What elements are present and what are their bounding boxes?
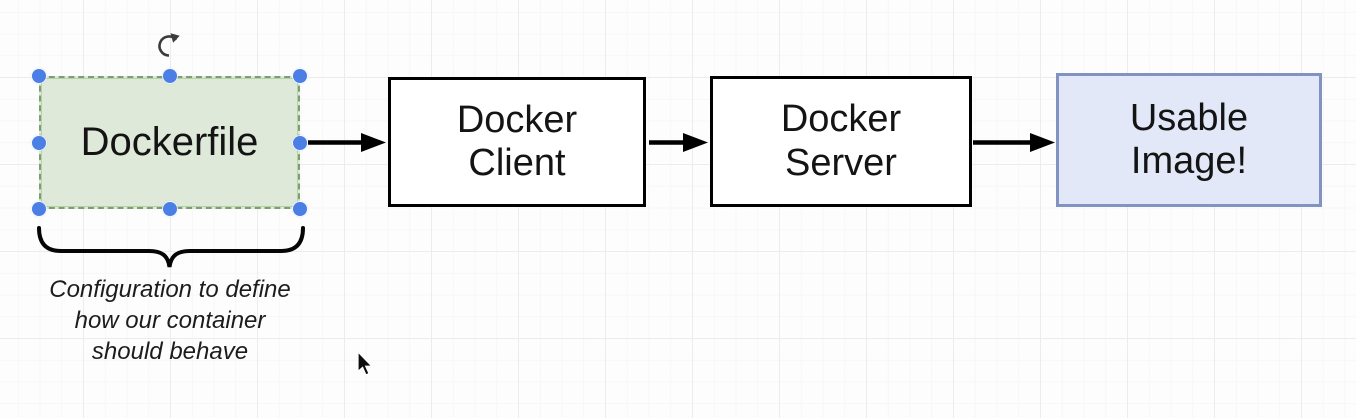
selection-handle-bottom-center[interactable] [162,202,177,216]
selection-handle-middle-left[interactable] [32,135,46,150]
selection-handle-bottom-left[interactable] [32,202,46,216]
rotate-handle-icon[interactable] [158,33,180,57]
node-usable-image-label-line1: Usable [1129,96,1249,139]
node-docker-client-label-line2: Client [468,142,566,184]
node-docker-server-label-line1: Docker [780,98,902,141]
mouse-cursor [357,350,374,376]
node-docker-client[interactable]: Docker Client [388,77,646,207]
selection-handle-bottom-right[interactable] [293,202,307,216]
selection-handle-top-right[interactable] [293,69,307,83]
annotation-line-2: how our container [74,307,266,334]
node-usable-image[interactable]: Usable Image! [1056,73,1322,207]
selection-handle-middle-right[interactable] [293,135,307,150]
annotation-line-1: Configuration to define [49,276,291,303]
curly-brace[interactable] [37,226,305,268]
arrow-server-to-image[interactable] [973,133,1055,152]
node-docker-server[interactable]: Docker Server [710,76,972,207]
annotation-text[interactable]: Configuration to define how our containe… [22,274,318,367]
selection-handle-top-left[interactable] [32,69,46,83]
arrow-client-to-server[interactable] [649,133,708,152]
node-docker-client-label-line1: Docker [456,98,578,141]
arrow-dockerfile-to-client[interactable] [308,133,386,152]
node-dockerfile-label: Dockerfile [80,119,259,164]
node-docker-server-label-line2: Server [785,141,897,184]
annotation-line-3: should behave [91,338,249,365]
node-dockerfile[interactable]: Dockerfile [39,76,300,209]
node-usable-image-label-line2: Image! [1130,140,1248,182]
selection-handle-top-center[interactable] [162,69,177,83]
